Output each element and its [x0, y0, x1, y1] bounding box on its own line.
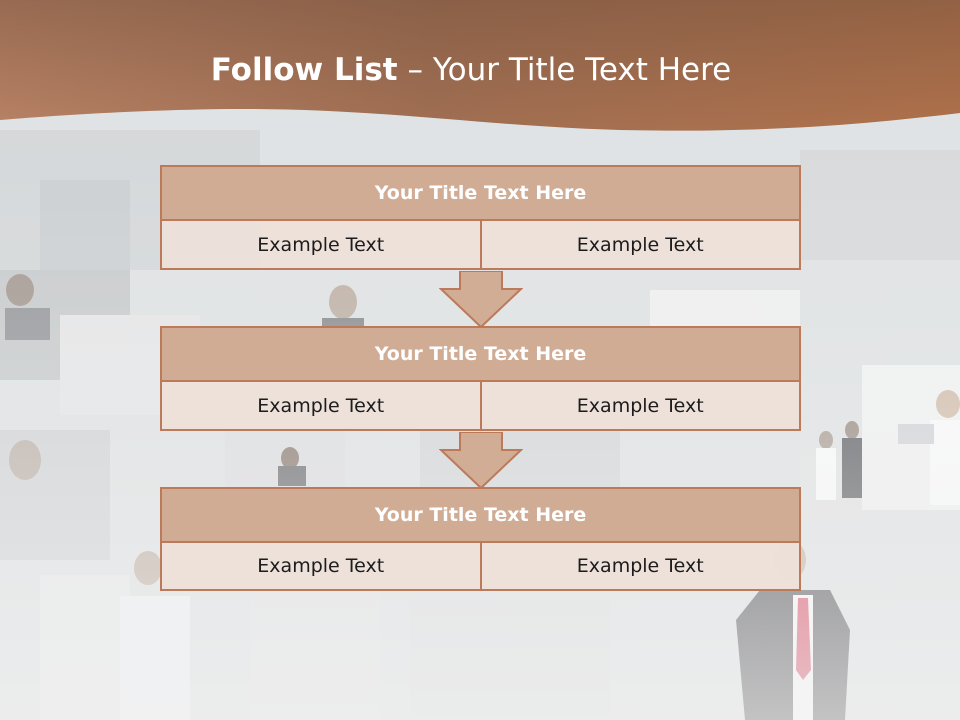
step-title: Your Title Text Here	[160, 165, 801, 221]
step-cell-left: Example Text	[162, 221, 480, 268]
step-cell-right: Example Text	[479, 382, 799, 429]
step-title: Your Title Text Here	[160, 326, 801, 382]
follow-step-3: Your Title Text Here Example Text Exampl…	[160, 487, 801, 591]
step-cell-right: Example Text	[479, 543, 799, 589]
down-arrow-icon	[439, 432, 523, 490]
slide-title: Follow List – Your Title Text Here	[0, 52, 942, 88]
down-arrow-icon	[439, 271, 523, 329]
step-row: Example Text Example Text	[160, 221, 801, 270]
follow-step-1: Your Title Text Here Example Text Exampl…	[160, 165, 801, 270]
step-row: Example Text Example Text	[160, 543, 801, 591]
slide-title-separator: –	[407, 52, 423, 88]
step-cell-right: Example Text	[479, 221, 799, 268]
slide-title-main: Follow List	[210, 52, 398, 88]
step-cell-left: Example Text	[162, 382, 480, 429]
step-row: Example Text Example Text	[160, 382, 801, 431]
follow-step-2: Your Title Text Here Example Text Exampl…	[160, 326, 801, 431]
step-title: Your Title Text Here	[160, 487, 801, 543]
slide-title-subtitle: Your Title Text Here	[432, 52, 732, 88]
step-cell-left: Example Text	[162, 543, 480, 589]
header-band	[0, 0, 960, 131]
